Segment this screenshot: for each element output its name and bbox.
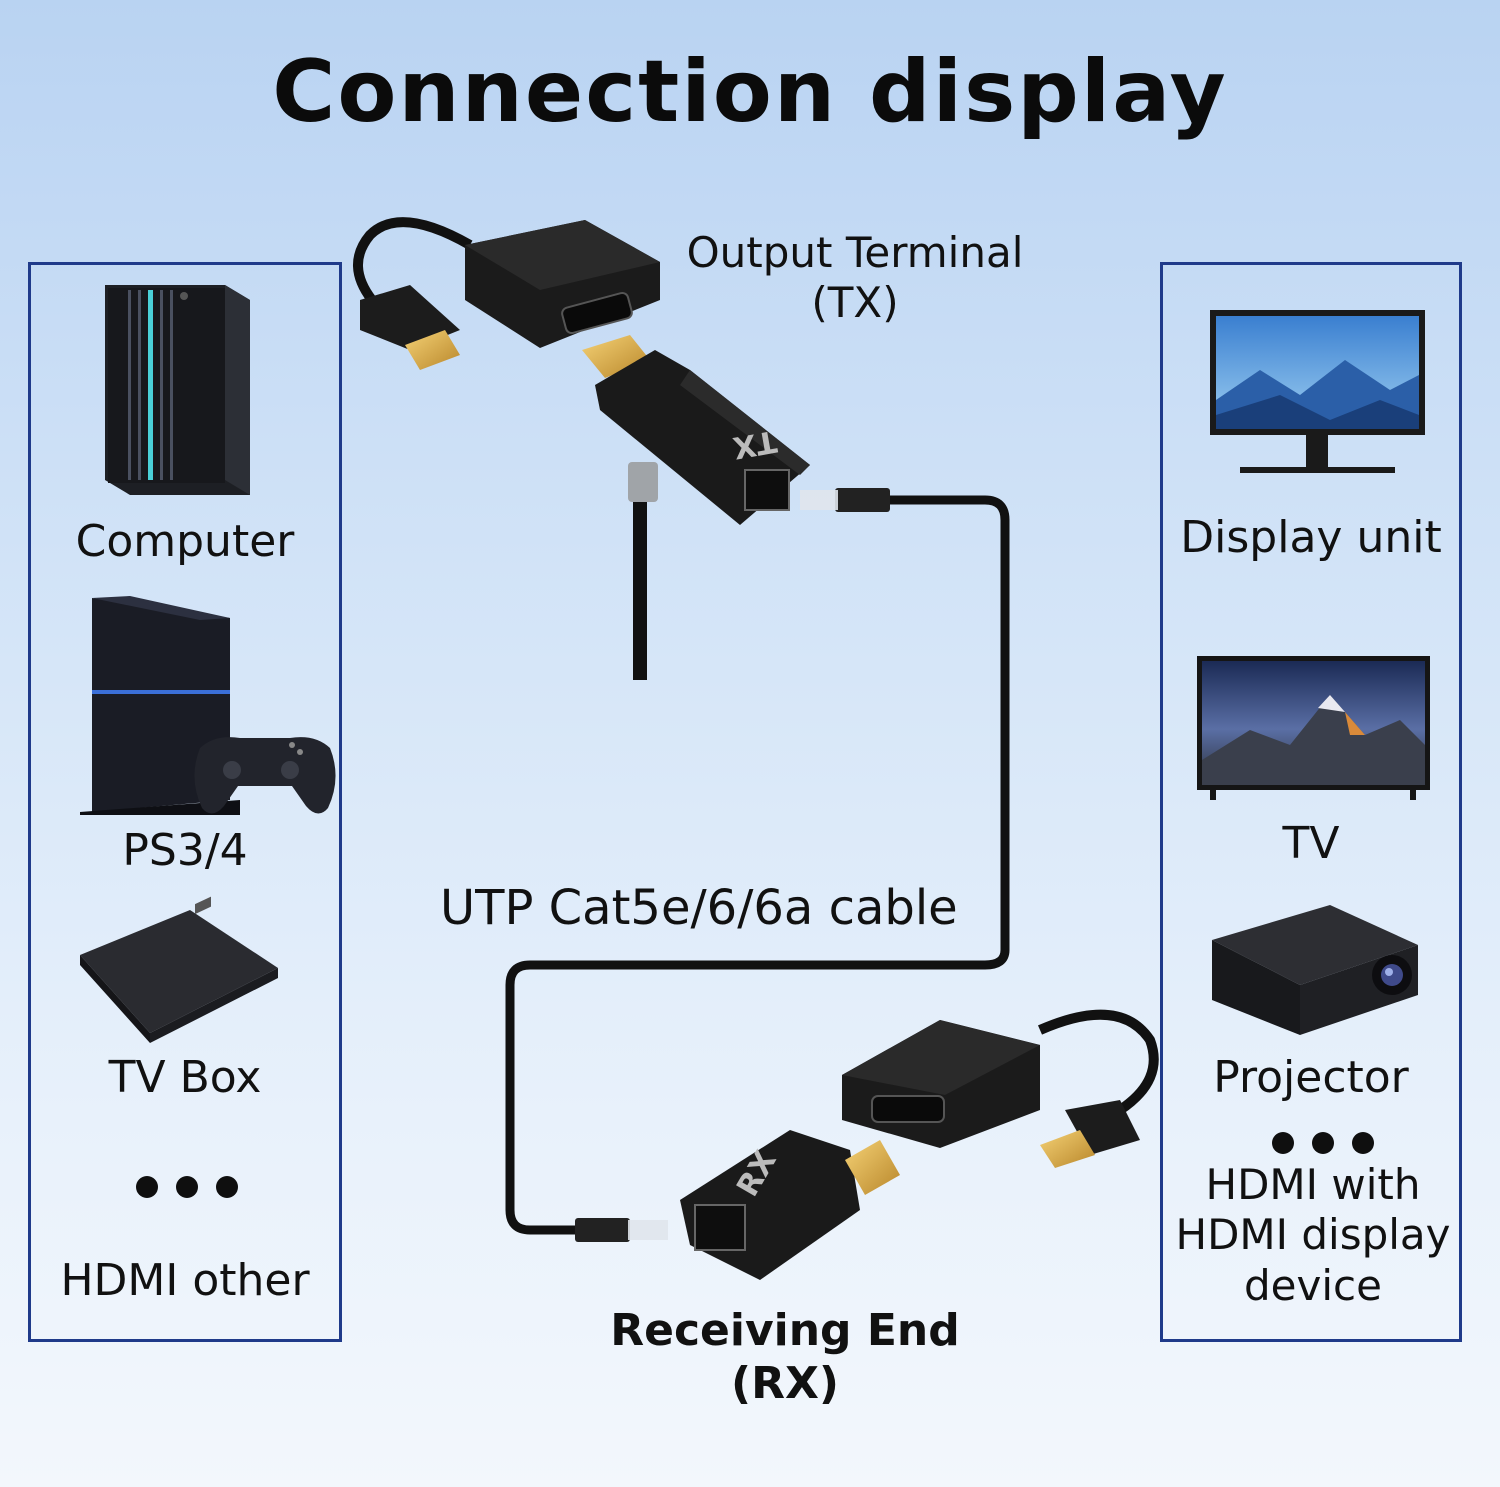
more-displays-dots-icon xyxy=(1272,1132,1374,1154)
source-label-tvbox: TV Box xyxy=(108,1052,262,1103)
tx-extender: TX xyxy=(582,335,810,680)
projector-icon xyxy=(1212,905,1418,1035)
tx-callout-sub: (TX) xyxy=(811,278,899,328)
ethernet-cable xyxy=(505,495,1010,1235)
source-devices-panel xyxy=(28,262,342,1342)
display-label-tv: TV xyxy=(1282,818,1340,869)
tx-device-label: TX xyxy=(730,423,779,465)
display-label-other: HDMI with HDMI display device xyxy=(1175,1160,1451,1310)
display-label-monitor: Display unit xyxy=(1180,512,1442,563)
display-devices-panel xyxy=(1160,262,1462,1342)
source-label-ps: PS3/4 xyxy=(122,825,248,876)
rj45-plug-rx xyxy=(575,1218,668,1242)
rj45-plug-tx xyxy=(800,488,890,512)
tx-hdmi-adapter xyxy=(353,217,660,370)
tx-callout-title: Output Terminal xyxy=(686,228,1024,277)
tv-icon xyxy=(1197,656,1430,800)
rx-hdmi-adapter xyxy=(842,1009,1159,1168)
tv-box-icon xyxy=(80,896,278,1043)
computer-tower-icon xyxy=(105,285,250,495)
tx-callout: Output Terminal (TX) xyxy=(660,228,1050,329)
cable-label: UTP Cat5e/6/6a cable xyxy=(440,880,958,936)
more-sources-dots-icon xyxy=(136,1176,238,1198)
page-title: Connection display xyxy=(272,42,1228,142)
rx-callout-title: Receiving End xyxy=(610,1305,960,1356)
rx-callout: Receiving End (RX) xyxy=(585,1305,985,1411)
monitor-icon xyxy=(1210,310,1425,473)
source-label-other: HDMI other xyxy=(60,1255,310,1306)
rx-extender: RX xyxy=(680,1130,900,1280)
rx-callout-sub: (RX) xyxy=(730,1357,840,1409)
display-label-projector: Projector xyxy=(1213,1052,1409,1103)
game-console-icon xyxy=(80,596,336,815)
source-label-computer: Computer xyxy=(75,516,295,567)
